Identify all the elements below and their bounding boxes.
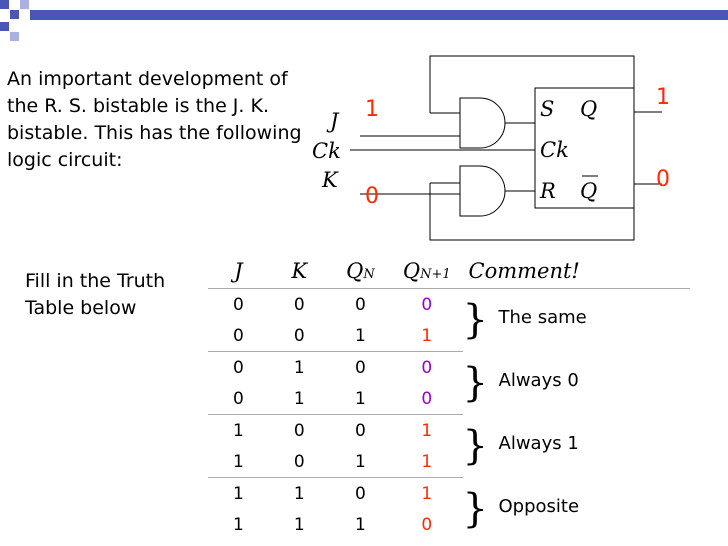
- cell-j: 0: [233, 357, 244, 378]
- cell-qn: 1: [329, 446, 392, 478]
- cell-j: 0: [233, 294, 244, 315]
- jk-circuit-diagram: J Ck K S Ck R Q Q 1 0 1 0: [312, 55, 670, 241]
- j-input-value: 1: [365, 97, 379, 122]
- ff-qbar-label: Q: [580, 179, 597, 203]
- cell-k: 1: [268, 383, 330, 415]
- cell-qn1: 1: [421, 420, 433, 441]
- table-row: 0 1 1 0: [208, 383, 690, 415]
- comment-group: } Always 0: [463, 352, 691, 415]
- comment-text: The same: [498, 307, 587, 328]
- ff-q-label: Q: [580, 97, 597, 121]
- cell-qn: 0: [355, 483, 366, 504]
- cell-qn: 0: [355, 294, 366, 315]
- table-header-row: J K QN QN+1 Comment!: [208, 254, 690, 289]
- table-row: 1 0 1 1: [208, 446, 690, 478]
- cell-qn: 1: [329, 320, 392, 352]
- ff-r-label: R: [539, 179, 556, 203]
- q-output-value: 1: [656, 85, 670, 110]
- cell-k: 1: [293, 514, 305, 535]
- cell-k: 0: [268, 446, 330, 478]
- table-row: 0 0 1 1: [208, 320, 690, 352]
- header-j: J: [208, 254, 269, 289]
- header-decoration: [0, 0, 728, 41]
- ff-s-label: S: [540, 97, 554, 121]
- cell-k: 0: [268, 320, 330, 352]
- cell-j: 0: [208, 320, 269, 352]
- table-row: 1 1 0 1 } Opposite: [208, 478, 690, 529]
- input-ck-label: Ck: [312, 139, 341, 163]
- comment-group: } The same: [463, 289, 691, 352]
- cell-k: 0: [293, 294, 305, 315]
- cell-j: 1: [233, 420, 244, 441]
- cell-qn1: 0: [391, 383, 463, 415]
- table-row: 1 1 1 0: [208, 509, 690, 540]
- cell-qn1: 0: [421, 357, 433, 378]
- comment-text: Always 0: [498, 369, 579, 391]
- table-row: 1 0 0 1 } Always 1: [208, 415, 690, 466]
- input-k-label: K: [321, 168, 339, 192]
- truth-table: J K QN QN+1 Comment! 0 0 0 0 } The same …: [208, 254, 690, 540]
- table-row: 0 1 0 0 } Always 0: [208, 352, 690, 403]
- cell-qn: 0: [355, 357, 366, 378]
- cell-qn: 1: [355, 514, 366, 535]
- brace-icon: }: [462, 485, 488, 532]
- cell-qn: 0: [355, 420, 366, 441]
- cell-j: 1: [233, 514, 244, 535]
- ff-ck-label: Ck: [540, 138, 569, 162]
- brace-icon: }: [462, 422, 488, 469]
- k-input-value: 0: [365, 184, 379, 209]
- header-qn1: QN+1: [391, 254, 463, 289]
- table-row: 0 0 0 0 } The same: [208, 289, 690, 341]
- cell-j: 1: [233, 483, 244, 504]
- brace-icon: }: [462, 359, 488, 406]
- cell-qn1: 0: [421, 294, 433, 315]
- header-comment: Comment!: [462, 254, 690, 289]
- cell-qn1: 1: [421, 483, 433, 504]
- cell-k: 0: [293, 420, 305, 441]
- instruction-text: Fill in the Truth Table below: [25, 270, 166, 319]
- qbar-output-value: 0: [656, 167, 670, 192]
- comment-group: } Opposite: [463, 478, 691, 541]
- cell-j: 0: [208, 383, 269, 415]
- comment-group: } Always 1: [463, 415, 691, 478]
- cell-j: 1: [208, 446, 269, 478]
- cell-qn1: 0: [421, 514, 433, 535]
- comment-text: Always 1: [498, 432, 579, 454]
- cell-qn1: 1: [391, 446, 463, 478]
- comment-text: Opposite: [498, 495, 580, 517]
- input-j-label: J: [326, 109, 340, 133]
- cell-qn1: 1: [391, 320, 463, 352]
- cell-qn: 1: [329, 383, 392, 415]
- brace-icon: }: [462, 297, 488, 343]
- intro-text: An important development of the R. S. bi…: [7, 68, 302, 171]
- cell-k: 1: [293, 483, 305, 504]
- header-qn: QN: [329, 254, 392, 289]
- cell-k: 1: [293, 357, 305, 378]
- header-k: K: [268, 254, 330, 289]
